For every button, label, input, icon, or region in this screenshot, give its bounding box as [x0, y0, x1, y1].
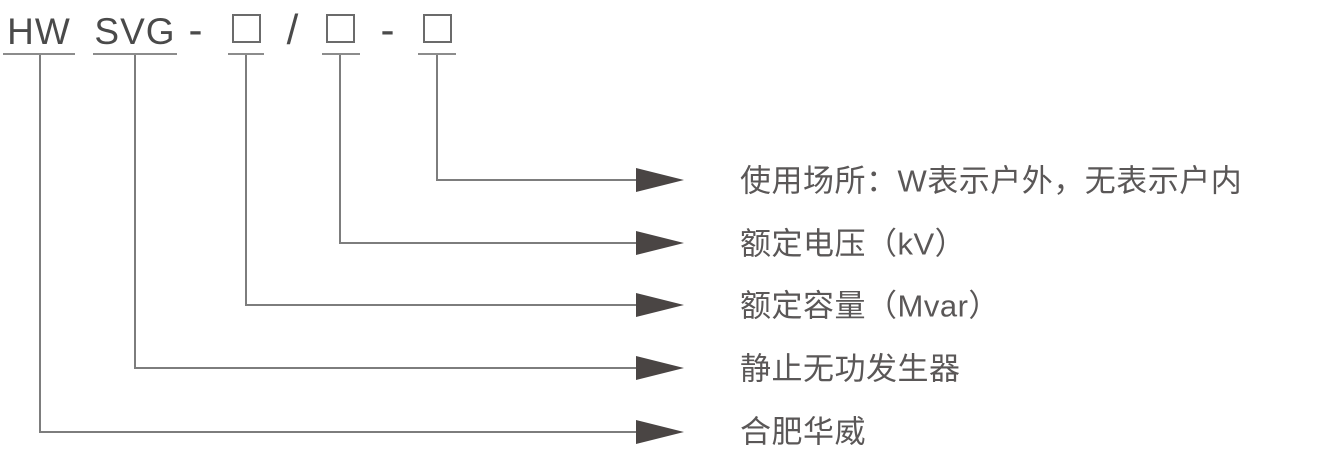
placeholder-box-icon	[423, 14, 452, 43]
connector-horizontal-usage	[436, 179, 636, 181]
connector-vertical-brand	[39, 55, 41, 433]
connector-horizontal-brand	[39, 431, 636, 433]
segment-underline	[3, 53, 75, 55]
legend-label-usage: 使用场所：W表示户外，无表示户内	[740, 163, 1243, 199]
legend-label-capacity: 额定容量（Mvar）	[740, 288, 1000, 324]
legend-label-voltage: 额定电压（kV）	[740, 226, 967, 262]
segment-underline	[228, 53, 264, 55]
connector-vertical-usage	[436, 55, 438, 181]
segment-underline	[322, 53, 360, 55]
placeholder-box-icon	[326, 14, 355, 43]
placeholder-box-icon	[232, 14, 261, 43]
code-separator-dash-1: -	[188, 6, 204, 53]
arrow-right-icon	[636, 420, 684, 444]
segment-underline	[93, 53, 177, 55]
arrow-right-icon	[636, 231, 684, 255]
model-series: SVG	[94, 11, 176, 52]
connector-horizontal-capacity	[245, 304, 636, 306]
code-separator-slash: /	[286, 6, 300, 53]
code-separator-dash-2: -	[380, 6, 396, 53]
connector-vertical-series	[134, 55, 136, 369]
arrow-right-icon	[636, 356, 684, 380]
model-prefix: HW	[7, 11, 71, 52]
connector-horizontal-voltage	[339, 242, 636, 244]
segment-underline	[418, 53, 456, 55]
connector-vertical-voltage	[339, 55, 341, 244]
arrow-right-icon	[636, 168, 684, 192]
legend-label-brand: 合肥华威	[740, 414, 866, 450]
legend-label-series: 静止无功发生器	[740, 351, 961, 387]
arrow-right-icon	[636, 293, 684, 317]
connector-horizontal-series	[134, 367, 636, 369]
connector-vertical-capacity	[245, 55, 247, 306]
